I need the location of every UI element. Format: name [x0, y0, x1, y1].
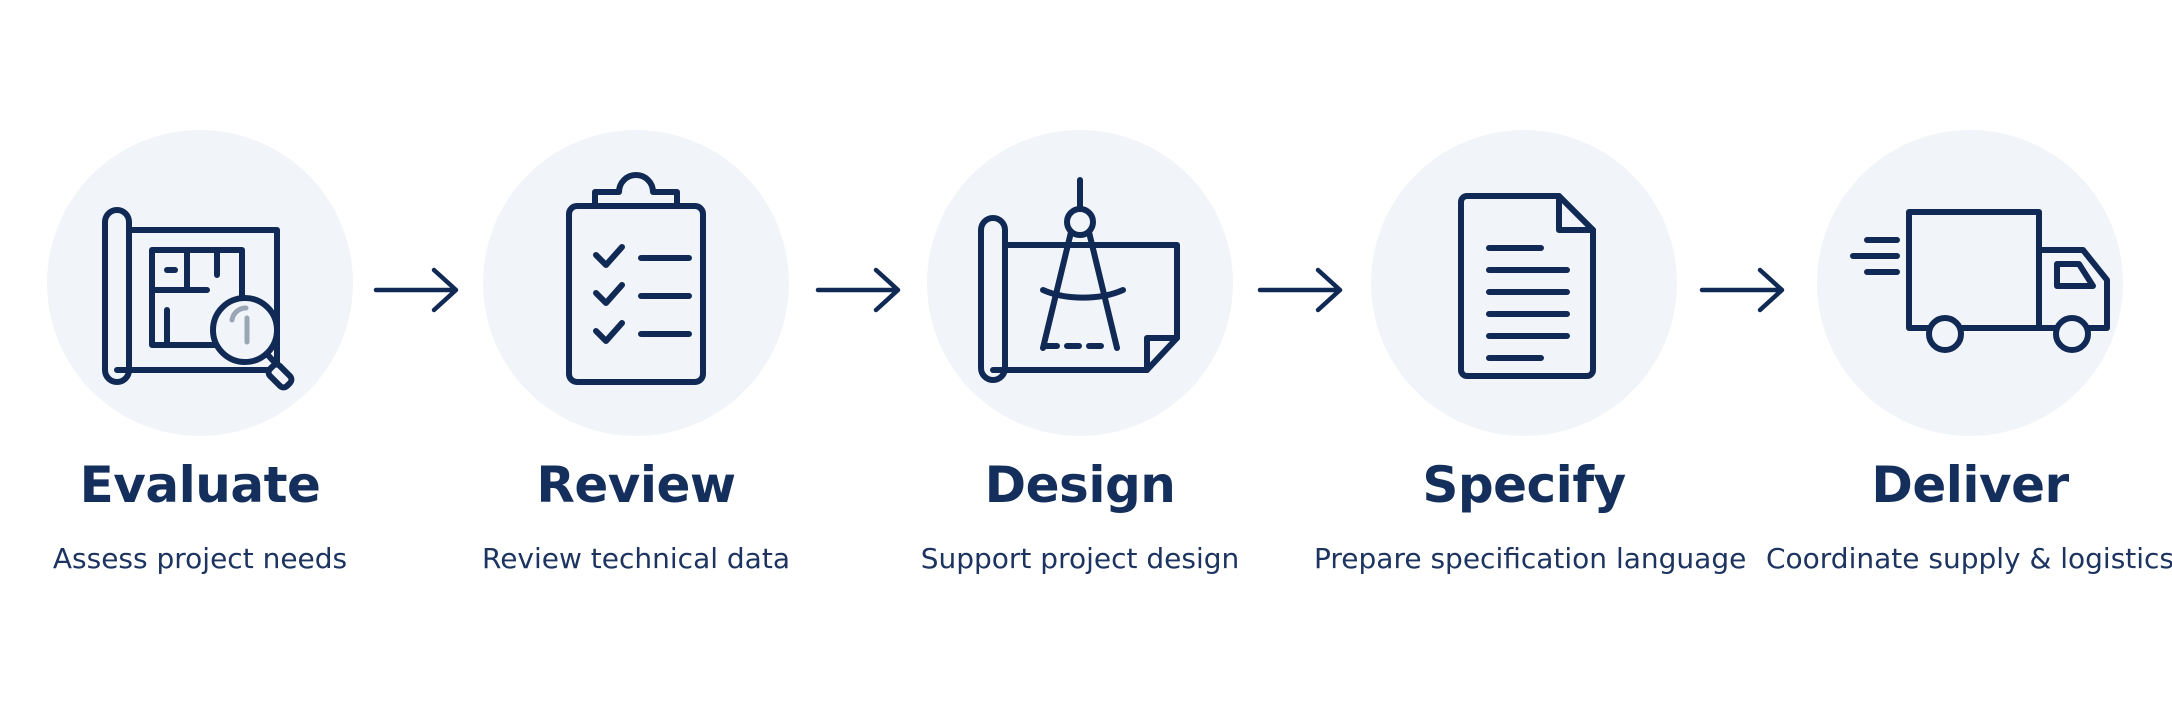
step-icon-circle — [483, 130, 789, 436]
arrow-right-icon — [1699, 267, 1785, 313]
step-icon-circle — [47, 130, 353, 436]
step-subtitle: Assess project needs — [52, 542, 348, 575]
step-title: Evaluate — [79, 456, 321, 514]
step-specify: Specify Prepare specification language — [1314, 130, 1747, 590]
step-subtitle: Review technical data — [482, 542, 790, 575]
step-evaluate: Evaluate Assess project needs — [0, 130, 410, 590]
document-icon — [1458, 193, 1596, 379]
step-title: Review — [536, 456, 736, 514]
step-icon-circle — [927, 130, 1233, 436]
step-subtitle: Coordinate supply & logistics — [1765, 542, 2172, 575]
step-icon-circle — [1371, 130, 1677, 436]
step-review: Review Review technical data — [426, 130, 846, 590]
step-icon-circle — [1817, 130, 2123, 436]
step-design: Design Support project design — [870, 130, 1290, 590]
step-deliver: Deliver Coordinate supply & logistics — [1760, 130, 2172, 590]
blueprint-magnifier-icon — [102, 207, 295, 391]
delivery-truck-icon — [1850, 209, 2110, 353]
blueprint-compass-icon — [978, 177, 1180, 383]
step-title: Deliver — [1871, 456, 2069, 514]
arrow-right-icon — [815, 267, 901, 313]
step-title: Specify — [1422, 456, 1626, 514]
arrow-right-icon — [1257, 267, 1343, 313]
step-subtitle: Support project design — [920, 542, 1240, 575]
clipboard-checklist-icon — [566, 172, 706, 385]
step-subtitle: Prepare specification language — [1314, 542, 1747, 575]
arrow-right-icon — [373, 267, 459, 313]
step-title: Design — [984, 456, 1176, 514]
